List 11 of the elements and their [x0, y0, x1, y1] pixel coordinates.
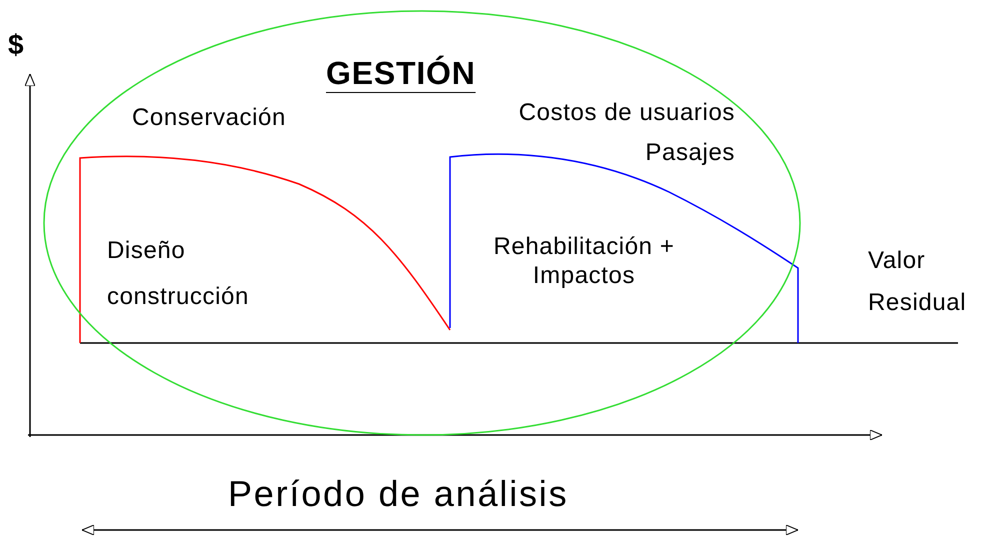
region-label: Diseño construcción	[107, 236, 250, 312]
management-ellipse	[42, 9, 802, 437]
label-text: Costos de usuarios	[518, 98, 735, 128]
label-text: Valor Residual	[868, 246, 968, 318]
region-label: Rehabilitación + Impactos	[492, 232, 676, 290]
label-text: Pasajes	[644, 138, 735, 168]
ellipse-title: GESTIÓN	[326, 54, 476, 93]
label-text: Conservación	[132, 103, 287, 133]
axis-label: $	[8, 28, 25, 62]
cost-curve-region	[79, 154, 452, 344]
axis-title: Período de análisis	[228, 472, 570, 516]
